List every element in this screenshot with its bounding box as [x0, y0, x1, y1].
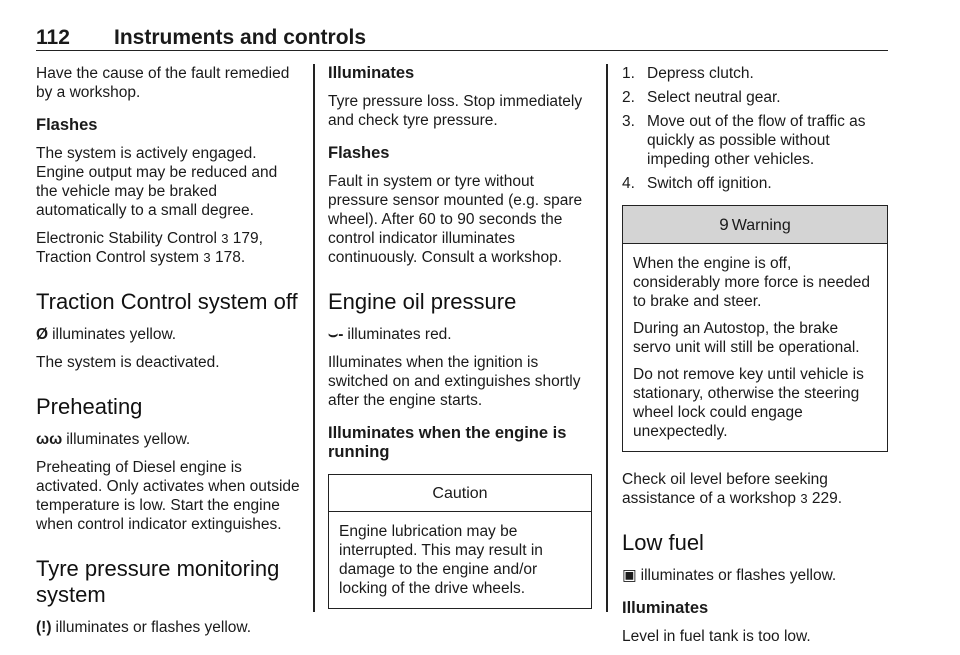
- subheading-illuminates: Illuminates: [622, 599, 709, 617]
- section-heading-low-fuel: Low fuel: [622, 530, 704, 555]
- warning-text: When the engine is off, considerably mor…: [633, 255, 870, 310]
- paragraph: Illuminates when the ignition is switche…: [328, 354, 581, 409]
- page-ref-arrow-icon: 3: [203, 250, 211, 265]
- step-text: Select neutral gear.: [647, 89, 781, 106]
- column-divider: [313, 64, 315, 612]
- fuel-pump-icon: ▣: [622, 567, 637, 584]
- warning-title: Warning: [731, 217, 791, 234]
- indicator-line: ⌣‐illuminates red.: [328, 325, 592, 344]
- indicator-text: illuminates yellow.: [66, 431, 191, 448]
- oil-can-icon: ⌣‐: [328, 326, 344, 343]
- paragraph: Tyre pressure loss. Stop immediately and…: [328, 93, 583, 129]
- paragraph: Have the cause of the fault remedied by …: [36, 65, 290, 101]
- page-ref-arrow-icon: 3: [221, 231, 229, 246]
- column-2: Illuminates Tyre pressure loss. Stop imm…: [328, 64, 592, 621]
- subheading-flashes: Flashes: [36, 116, 98, 134]
- section-heading-oil-pressure: Engine oil pressure: [328, 289, 517, 314]
- caution-title: Caution: [329, 475, 591, 512]
- warning-text: During an Autostop, the brake servo unit…: [633, 320, 860, 356]
- list-item: 1. Depress clutch.: [622, 64, 888, 83]
- indicator-text: illuminates or flashes yellow.: [640, 567, 837, 584]
- column-divider: [606, 64, 608, 612]
- tyre-pressure-icon: (!): [36, 619, 52, 636]
- column-1: Have the cause of the fault remedied by …: [36, 64, 300, 646]
- subheading-flashes: Flashes: [328, 144, 390, 162]
- ref-label: Traction Control system: [36, 249, 200, 266]
- paragraph: The system is actively engaged. Engine o…: [36, 145, 278, 219]
- step-number: 2.: [622, 89, 635, 106]
- page-link[interactable]: 179,: [232, 230, 263, 247]
- section-heading-traction-off: Traction Control system off: [36, 289, 298, 314]
- section-heading-preheating: Preheating: [36, 394, 143, 419]
- indicator-text: illuminates yellow.: [52, 326, 177, 343]
- step-number: 4.: [622, 175, 635, 192]
- step-text: Switch off ignition.: [647, 175, 772, 192]
- steps-list: 1. Depress clutch. 2. Select neutral gear.…: [622, 64, 888, 193]
- caution-text: Engine lubrication may be interrupted. T…: [339, 523, 543, 597]
- column-3: 1. Depress clutch. 2. Select neutral gear.…: [622, 64, 888, 655]
- step-number: 3.: [622, 113, 635, 130]
- page-link[interactable]: 229.: [811, 490, 843, 507]
- indicator-line: (!)illuminates or flashes yellow.: [36, 618, 300, 637]
- section-heading-tpms: Tyre pressure monitoring system: [36, 556, 280, 607]
- indicator-text: illuminates or flashes yellow.: [55, 619, 252, 636]
- page-link[interactable]: 178.: [214, 249, 246, 266]
- step-text: Move out of the flow of traffic as quick…: [647, 113, 866, 168]
- list-item: 4. Switch off ignition.: [622, 174, 888, 193]
- page-number: 112: [36, 26, 70, 49]
- paragraph: Level in fuel tank is too low.: [622, 628, 811, 645]
- step-text: Depress clutch.: [647, 65, 754, 82]
- page-header: 112 Instruments and controls: [36, 26, 888, 51]
- list-item: 3. Move out of the flow of traffic as qui…: [622, 112, 888, 169]
- paragraph: The system is deactivated.: [36, 354, 220, 371]
- subheading-running: Illuminates when the engine is running: [328, 424, 567, 461]
- cross-reference-paragraph: Check oil level before seeking assistanc…: [622, 470, 888, 508]
- page-title: Instruments and controls: [114, 26, 367, 49]
- page-ref-arrow-icon: 3: [800, 491, 808, 506]
- paragraph: Fault in system or tyre without pressure…: [328, 173, 583, 266]
- paragraph-text: Check oil level before seeking assistanc…: [622, 471, 828, 507]
- subheading-illuminates: Illuminates: [328, 64, 415, 82]
- ref-label: Electronic Stability Control: [36, 230, 217, 247]
- preheating-coil-icon: ωω: [36, 431, 63, 448]
- traction-off-icon: Ø: [36, 326, 49, 343]
- step-number: 1.: [622, 65, 635, 82]
- cross-reference-paragraph: Electronic Stability Control 3 179, Trac…: [36, 229, 300, 267]
- indicator-text: illuminates red.: [347, 326, 452, 343]
- warning-text: Do not remove key until vehicle is stati…: [633, 366, 864, 440]
- indicator-line: ▣illuminates or flashes yellow.: [622, 566, 888, 585]
- warning-triangle-icon: 9: [719, 215, 729, 234]
- list-item: 2. Select neutral gear.: [622, 88, 888, 107]
- caution-box: Caution Engine lubrication may be interr…: [328, 474, 592, 609]
- paragraph: Preheating of Diesel engine is activated…: [36, 459, 300, 533]
